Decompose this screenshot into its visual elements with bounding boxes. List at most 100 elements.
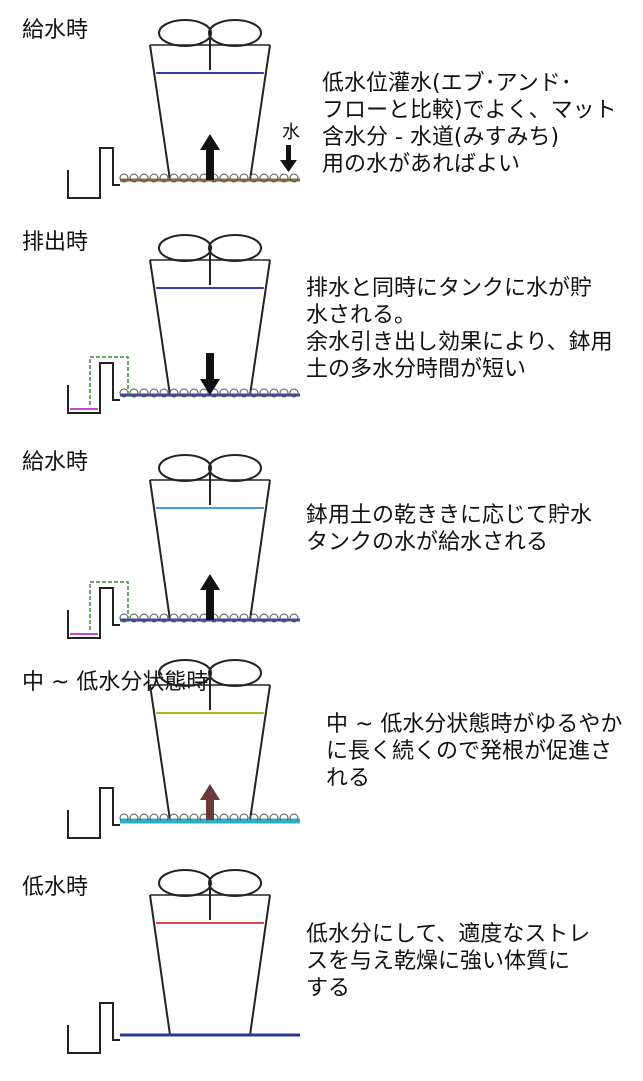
panel-drain: 排出時 排水と同時にタンクに水が貯 水される。 余水引き出し効果により、鉢用 土…	[0, 215, 643, 440]
mat-bump	[269, 173, 279, 183]
arrow-down-shaft	[206, 353, 214, 381]
panel-title: 排出時	[22, 230, 89, 255]
plant-leaf-left	[158, 454, 212, 482]
arrow-up-head	[200, 134, 220, 150]
panel-description: 排水と同時にタンクに水が貯 水される。 余水引き出し効果により、鉢用 土の多水分…	[306, 276, 613, 382]
pot-wall-left	[149, 44, 171, 181]
arrow-down-head	[200, 379, 220, 395]
mat-bump	[129, 613, 139, 623]
arrow-up-shaft	[206, 798, 214, 820]
mat-bump	[199, 388, 209, 398]
mat-bump	[279, 173, 289, 183]
mat-bump	[139, 388, 149, 398]
mat-bump	[179, 173, 189, 183]
panel-description: 中 ~ 低水分状態時がゆるやか に長く続くので発根が促進さ れる	[326, 712, 623, 791]
mat-bump	[129, 173, 139, 183]
mat-bump	[229, 388, 239, 398]
mat-bump	[149, 613, 159, 623]
mat-bump	[119, 173, 129, 183]
reservoir-tank	[67, 787, 120, 839]
panel-supply-1: 給水時 水 低水位灌水(エブ･アンド･ フローと比較)でよく、マット 含水分 -…	[0, 0, 643, 215]
mat-bump	[219, 388, 229, 398]
arrow-up-head	[200, 574, 220, 590]
mat-bump	[279, 613, 289, 623]
panel-description: 鉢用土の乾ききに応じて貯水 タンクの水が給水される	[306, 503, 593, 555]
mat-bump	[229, 613, 239, 623]
panel-medium-low: 中 ~ 低水分状態時 中 ~ 低水分状態時がゆるやか に長く続くので発根が促進さ…	[0, 659, 643, 875]
panel-title: 低水時	[22, 875, 89, 900]
pot-wall-left	[149, 259, 171, 396]
panel-supply-2: 給水時 鉢用土の乾ききに応じて貯水 タンクの水が給水される	[0, 440, 643, 665]
mat-bump	[179, 388, 189, 398]
pot-wall-left	[149, 684, 171, 821]
panel-description: 低水位灌水(エブ･アンド･ フローと比較)でよく、マット 含水分 - 水道(みす…	[322, 71, 617, 177]
pot-diagram	[67, 454, 300, 639]
tap-label: 水	[282, 122, 300, 143]
mat-bump	[189, 173, 199, 183]
plant-leaf-left	[158, 234, 212, 262]
plant-leaf-right	[208, 454, 262, 482]
mat-bump	[259, 613, 269, 623]
mat-bump	[159, 388, 169, 398]
arrow-up-shaft	[206, 148, 214, 180]
mat-bump	[289, 613, 299, 623]
mat-bump	[169, 173, 179, 183]
plant-leaf-left	[158, 19, 212, 47]
pot-wall-right	[249, 894, 271, 1036]
reservoir-tank	[67, 1002, 120, 1054]
mat-bump	[169, 388, 179, 398]
pot-diagram	[67, 659, 300, 839]
mat-bump	[249, 613, 259, 623]
reservoir-tank	[67, 147, 120, 199]
pot-diagram	[67, 234, 300, 414]
mat-bump	[289, 388, 299, 398]
mat-bump	[159, 613, 169, 623]
mat-bump	[179, 613, 189, 623]
mat-bump	[139, 613, 149, 623]
flow-path	[89, 581, 129, 630]
pot-diagram	[67, 869, 300, 1054]
tap-arrow-shaft	[286, 145, 291, 163]
mat-bump	[259, 388, 269, 398]
mat-bump	[279, 388, 289, 398]
mat-bump	[149, 388, 159, 398]
mat-bump	[159, 173, 169, 183]
mat-bump	[229, 173, 239, 183]
mat-bump	[189, 388, 199, 398]
pot-wall-right	[249, 44, 271, 181]
arrow-up-head	[200, 784, 220, 800]
pot-wall-right	[249, 684, 271, 821]
panel-title: 中 ~ 低水分状態時	[22, 670, 209, 695]
mat-bump	[259, 173, 269, 183]
mat-bump	[269, 613, 279, 623]
pot-wall-left	[149, 894, 171, 1036]
pot-wall-right	[249, 479, 271, 621]
panel-low: 低水時 低水分にして、適度なストレ スを与え乾燥に強い体質に する	[0, 869, 643, 1081]
mat-bump	[269, 388, 279, 398]
mat-bump	[149, 173, 159, 183]
plant-leaf-right	[208, 19, 262, 47]
panel-title: 給水時	[22, 450, 89, 475]
mat-bump	[249, 173, 259, 183]
mat-bump	[129, 388, 139, 398]
tap-arrow-head	[280, 160, 297, 172]
mat-bump	[219, 613, 229, 623]
mat-bump	[189, 613, 199, 623]
plant-leaf-right	[208, 234, 262, 262]
panel-description: 低水分にして、適度なストレ スを与え乾燥に強い体質に する	[306, 922, 591, 1001]
mat-bump	[219, 173, 229, 183]
mat-bump	[169, 613, 179, 623]
pot-wall-right	[249, 259, 271, 396]
mat-bump	[249, 388, 259, 398]
pot-wall-left	[149, 479, 171, 621]
reservoir-tank	[67, 587, 120, 639]
pot-diagram: 水	[67, 19, 300, 199]
mat-bump	[139, 173, 149, 183]
mat-bump	[239, 173, 249, 183]
reservoir-tank	[67, 362, 120, 414]
mat-bump	[239, 613, 249, 623]
mat-bump	[239, 388, 249, 398]
panel-title: 給水時	[22, 18, 89, 43]
arrow-up-shaft	[206, 588, 214, 620]
flow-path	[89, 356, 129, 405]
